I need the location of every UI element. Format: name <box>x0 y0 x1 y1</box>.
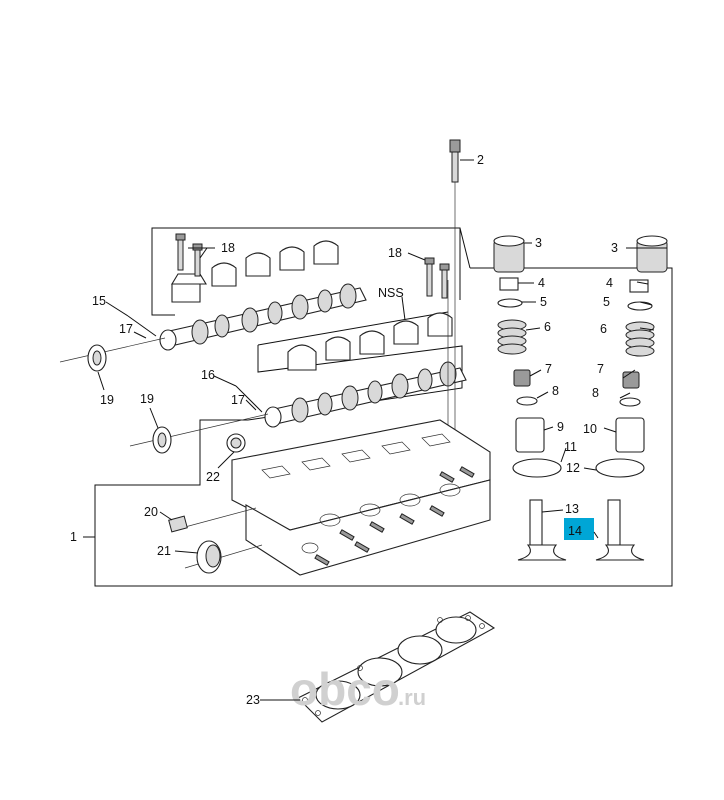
callout-labels: 2 3 3 4 4 5 5 6 6 7 7 8 8 9 10 11 12 13 … <box>70 153 618 707</box>
callout-14: 14 <box>568 524 582 538</box>
callout-6-right: 6 <box>600 322 607 336</box>
callout-13: 13 <box>565 502 579 516</box>
callout-8-left: 8 <box>552 384 559 398</box>
highlight-box-14 <box>564 518 594 540</box>
cap-bolts-upper <box>175 233 203 277</box>
callout-4-right: 4 <box>606 276 613 290</box>
upper-cam-frame <box>151 227 461 316</box>
callout-18-right: 18 <box>388 246 402 260</box>
callout-9: 9 <box>557 420 564 434</box>
lower-cam-frame <box>247 345 463 421</box>
callout-3-left: 3 <box>535 236 542 250</box>
callout-4-left: 4 <box>538 276 545 290</box>
head-bolt <box>447 139 461 455</box>
callout-nss: NSS <box>378 286 404 300</box>
lower-bearing-caps <box>287 312 453 371</box>
cap-bolts-lower <box>424 257 450 299</box>
callout-7-right: 7 <box>597 362 604 376</box>
callout-7-left: 7 <box>545 362 552 376</box>
callout-17-lower: 17 <box>231 393 245 407</box>
callout-21: 21 <box>157 544 171 558</box>
callout-6-left: 6 <box>544 320 551 334</box>
front-seal-lower <box>129 413 269 454</box>
callout-10: 10 <box>583 422 597 436</box>
callout-19-upper: 19 <box>100 393 114 407</box>
cylinder-head <box>231 419 491 576</box>
callout-2: 2 <box>477 153 484 167</box>
valve-stack-left <box>493 235 567 561</box>
callout-18-left: 18 <box>221 241 235 255</box>
front-seal-upper <box>59 337 166 372</box>
callout-16: 16 <box>201 368 215 382</box>
watermark-suffix: .ru <box>398 685 426 710</box>
assembly-frame <box>94 267 673 587</box>
callout-17-upper: 17 <box>119 322 133 336</box>
callout-20: 20 <box>144 505 158 519</box>
leader-lines <box>97 159 667 701</box>
callout-5-left: 5 <box>540 295 547 309</box>
callout-19-lower: 19 <box>140 392 154 406</box>
plug-21 <box>184 540 263 574</box>
camshaft-upper <box>159 283 367 351</box>
callout-3-right: 3 <box>611 241 618 255</box>
camshaft-lower <box>264 361 467 428</box>
seal-ring-22 <box>226 433 246 453</box>
callout-15: 15 <box>92 294 106 308</box>
callout-1: 1 <box>70 530 77 544</box>
callout-5-right: 5 <box>603 295 610 309</box>
valve-stack-right <box>595 235 668 561</box>
upper-bearing-caps <box>171 240 339 303</box>
callout-11: 11 <box>564 440 577 454</box>
callout-12: 12 <box>566 461 580 475</box>
callout-22: 22 <box>206 470 220 484</box>
callout-8-right: 8 <box>592 386 599 400</box>
watermark-brand: obco <box>290 663 400 715</box>
callout-23: 23 <box>246 693 260 707</box>
head-gasket <box>297 611 496 723</box>
plug-20 <box>168 507 257 533</box>
